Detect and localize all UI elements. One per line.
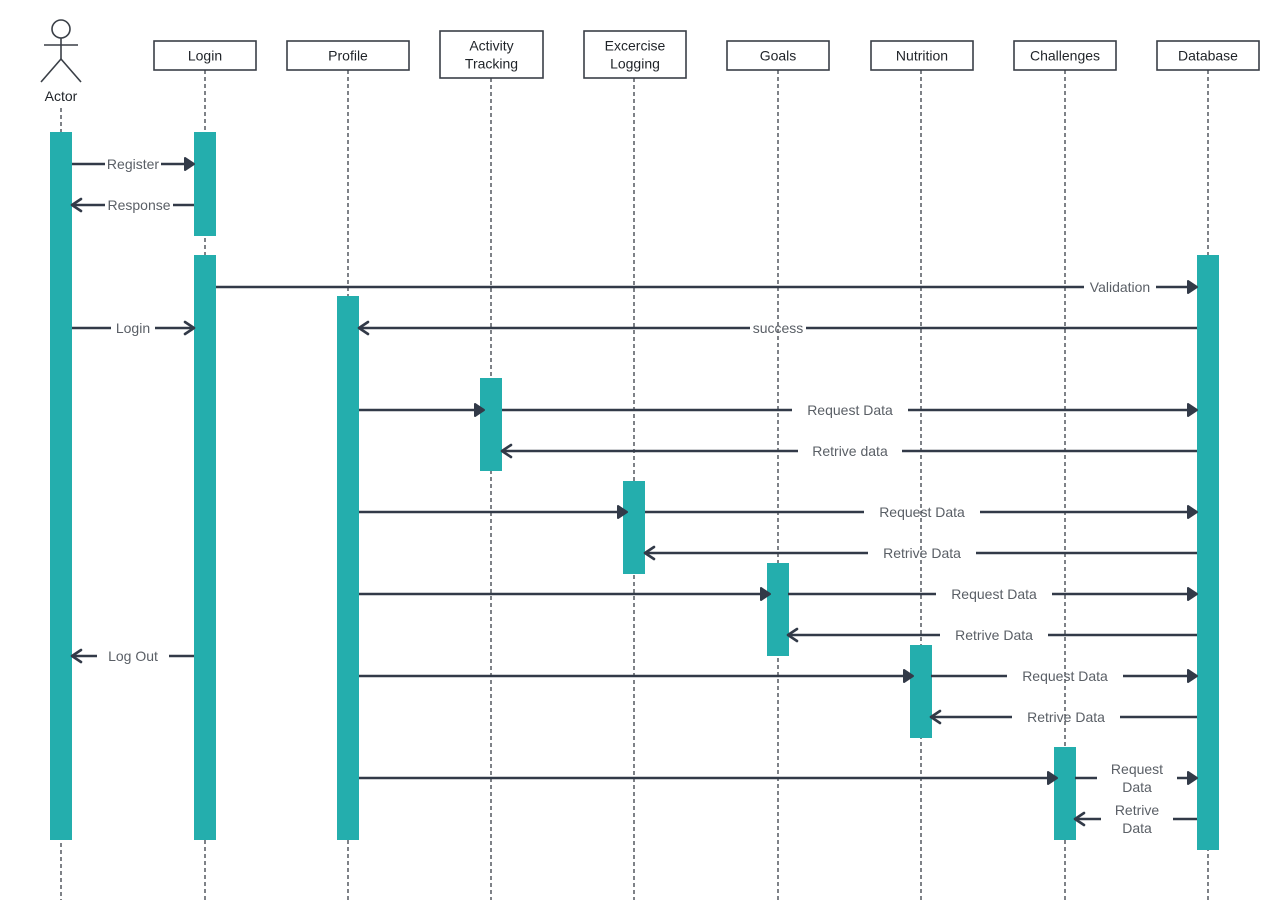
participant-label-activity: Activity	[469, 38, 513, 54]
message-label: Login	[116, 320, 150, 336]
actor-label: Actor	[45, 88, 78, 104]
activation-bar-activity	[480, 378, 502, 471]
message-actor-to-login: Register	[72, 156, 195, 172]
arrowhead-icon	[1187, 403, 1198, 417]
arrowhead-icon	[1187, 280, 1198, 294]
arrowhead-icon	[1073, 811, 1086, 827]
participant-label-challenges: Challenges	[1030, 48, 1100, 64]
arrowhead-icon	[643, 545, 656, 561]
message-login-to-actor: Log Out	[70, 648, 194, 664]
arrowhead-icon	[760, 587, 771, 601]
activation-bar-login	[194, 132, 216, 236]
actor-icon	[40, 19, 82, 83]
message-database-to-profile: Retrive data	[500, 443, 1197, 459]
arrowhead-icon	[500, 443, 513, 459]
arrowhead-icon	[357, 320, 370, 336]
message-database-to-profile: success	[357, 320, 1197, 336]
message-label: Request Data	[951, 586, 1037, 602]
participant-label-exercise: Excercise	[605, 38, 666, 54]
arrowhead-icon	[903, 669, 914, 683]
message-label: Request Data	[1022, 668, 1108, 684]
participant-label-exercise: Logging	[610, 56, 660, 72]
participant-nutrition: Nutrition	[870, 40, 974, 71]
activation-bar-nutrition	[910, 645, 932, 738]
message-goals-to-database: Request Data	[788, 586, 1198, 602]
arrowhead-icon	[786, 627, 799, 643]
message-label: Request Data	[807, 402, 893, 418]
participant-label-goals: Goals	[760, 48, 797, 64]
message-actor-to-login: Login	[72, 320, 196, 336]
arrowhead-icon	[183, 320, 196, 336]
participant-label-nutrition: Nutrition	[896, 48, 948, 64]
participant-challenges: Challenges	[1013, 40, 1117, 71]
message-activity-to-database: Request Data	[502, 402, 1198, 418]
message-label: Retrive Data	[1027, 709, 1105, 725]
arrowhead-icon	[1187, 505, 1198, 519]
message-label: Retrive Data	[955, 627, 1033, 643]
message-label: Request	[1111, 761, 1163, 777]
activation-bar-actor	[50, 132, 72, 840]
arrowhead-icon	[70, 648, 83, 664]
arrowhead-icon	[184, 157, 195, 171]
message-database-to-profile: Retrive Data	[929, 709, 1197, 725]
participant-label-database: Database	[1178, 48, 1238, 64]
arrowhead-icon	[70, 197, 83, 213]
message-profile-to-nutrition	[359, 669, 914, 683]
arrowhead-icon	[1047, 771, 1058, 785]
message-label: Data	[1122, 779, 1152, 795]
activation-bar-login	[194, 255, 216, 840]
message-label: Register	[107, 156, 159, 172]
message-label: Request Data	[879, 504, 965, 520]
participant-label-login: Login	[188, 48, 222, 64]
message-exercise-to-database: Request Data	[645, 504, 1198, 520]
participant-label-activity: Tracking	[465, 56, 518, 72]
activation-bar-database	[1197, 255, 1219, 850]
arrowhead-icon	[929, 709, 942, 725]
message-label: Retrive Data	[883, 545, 961, 561]
message-login-to-actor: Response	[70, 197, 194, 213]
message-login-to-database: Validation	[216, 279, 1198, 295]
message-label: Response	[107, 197, 170, 213]
participant-label-profile: Profile	[328, 48, 368, 64]
arrowhead-icon	[1187, 771, 1198, 785]
activation-bar-challenges	[1054, 747, 1076, 840]
arrowhead-icon	[1187, 669, 1198, 683]
message-database-to-profile: Retrive Data	[643, 545, 1197, 561]
message-profile-to-challenges	[359, 771, 1058, 785]
message-profile-to-exercise	[359, 505, 628, 519]
activation-bar-goals	[767, 563, 789, 656]
participant-login: Login	[153, 40, 257, 71]
message-label: Retrive data	[812, 443, 888, 459]
message-label: Validation	[1090, 279, 1150, 295]
message-label: Log Out	[108, 648, 158, 664]
arrowhead-icon	[1187, 587, 1198, 601]
activation-bar-profile	[337, 296, 359, 840]
message-profile-to-activity	[359, 403, 485, 417]
message-database-to-profile: Retrive Data	[786, 627, 1197, 643]
message-nutrition-to-database: Request Data	[931, 668, 1198, 684]
message-label: Retrive	[1115, 802, 1160, 818]
message-label: Data	[1122, 820, 1152, 836]
activation-bar-exercise	[623, 481, 645, 574]
arrowhead-icon	[474, 403, 485, 417]
participant-profile: Profile	[286, 40, 410, 71]
message-profile-to-goals	[359, 587, 771, 601]
arrowhead-icon	[617, 505, 628, 519]
participant-goals: Goals	[726, 40, 830, 71]
message-label: success	[753, 320, 804, 336]
participant-database: Database	[1156, 40, 1260, 71]
